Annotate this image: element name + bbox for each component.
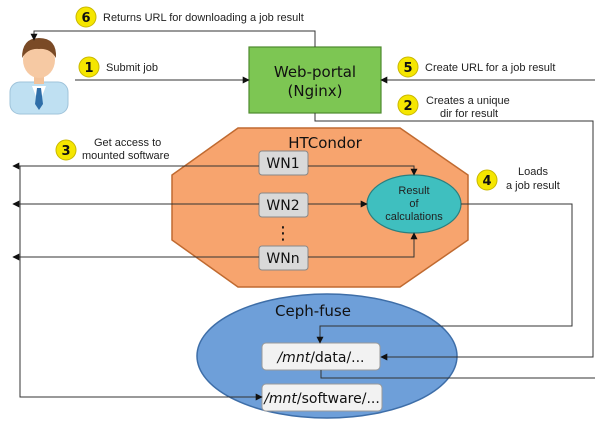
step-6: 6 Returns URL for downloading a job resu… — [75, 6, 304, 28]
step-1: 1 Submit job — [78, 56, 158, 78]
connectors — [12, 30, 595, 401]
step-number: 6 — [81, 11, 90, 26]
step-number: 2 — [403, 99, 412, 114]
line-software-mount — [19, 166, 263, 401]
step-4: 4 Loads a job result — [476, 166, 560, 192]
step-3: 3 Get access to mounted software — [55, 137, 169, 162]
result-line3: calculations — [385, 211, 443, 223]
step-number: 5 — [403, 61, 412, 76]
line-data-out — [320, 370, 595, 379]
wn1-label: WN1 — [266, 156, 299, 172]
wn-ellipsis: ⋮ — [274, 223, 292, 244]
step-label-line2: mounted software — [82, 150, 169, 162]
step-label: Create URL for a job result — [425, 62, 555, 74]
arrow-load-result — [316, 203, 573, 344]
step-number: 3 — [61, 144, 70, 159]
web-portal-title: Web-portal — [274, 63, 356, 81]
arrow-return-url — [30, 30, 316, 47]
wnn-box[interactable] — [258, 245, 309, 271]
ceph-fuse-title: Ceph-fuse — [275, 302, 351, 320]
htcondor-cluster — [171, 127, 469, 288]
step-label-line2: dir for result — [440, 108, 498, 120]
arrow-wn1-result — [308, 165, 418, 176]
step-label-line1: Loads — [518, 166, 548, 178]
step-badge — [55, 139, 77, 161]
wn2-box[interactable] — [258, 192, 309, 218]
step-5: 5 Create URL for a job result — [397, 56, 555, 78]
result-line1: Result — [398, 185, 429, 197]
step-2: 2 Creates a unique dir for result — [397, 94, 510, 120]
step-badge — [397, 94, 419, 116]
result-line2: of — [409, 198, 419, 210]
step-label: Returns URL for downloading a job result — [103, 12, 304, 24]
step-label-line1: Creates a unique — [426, 95, 510, 107]
web-portal-subtitle: (Nginx) — [288, 82, 343, 100]
user-avatar-icon — [9, 38, 69, 115]
wn2-label: WN2 — [266, 198, 299, 214]
mnt-software-label: /mnt/software/... — [262, 391, 380, 407]
arrow-create-dir — [314, 113, 594, 361]
wnn-label: WNn — [266, 251, 299, 267]
htcondor-title: HTCondor — [288, 134, 362, 152]
step-badge — [78, 56, 100, 78]
step-label-line2: a job result — [506, 180, 560, 192]
step-badge — [476, 169, 498, 191]
mnt-data-label: /mnt/data/... — [275, 350, 364, 366]
step-badge — [75, 6, 97, 28]
step-label-line1: Get access to — [94, 137, 161, 149]
wn1-box[interactable] — [258, 150, 309, 176]
step-number: 4 — [482, 174, 491, 189]
arrow-wnn-result — [308, 232, 418, 258]
step-label: Submit job — [106, 62, 158, 74]
step-number: 1 — [84, 61, 93, 76]
step-badge — [397, 56, 419, 78]
